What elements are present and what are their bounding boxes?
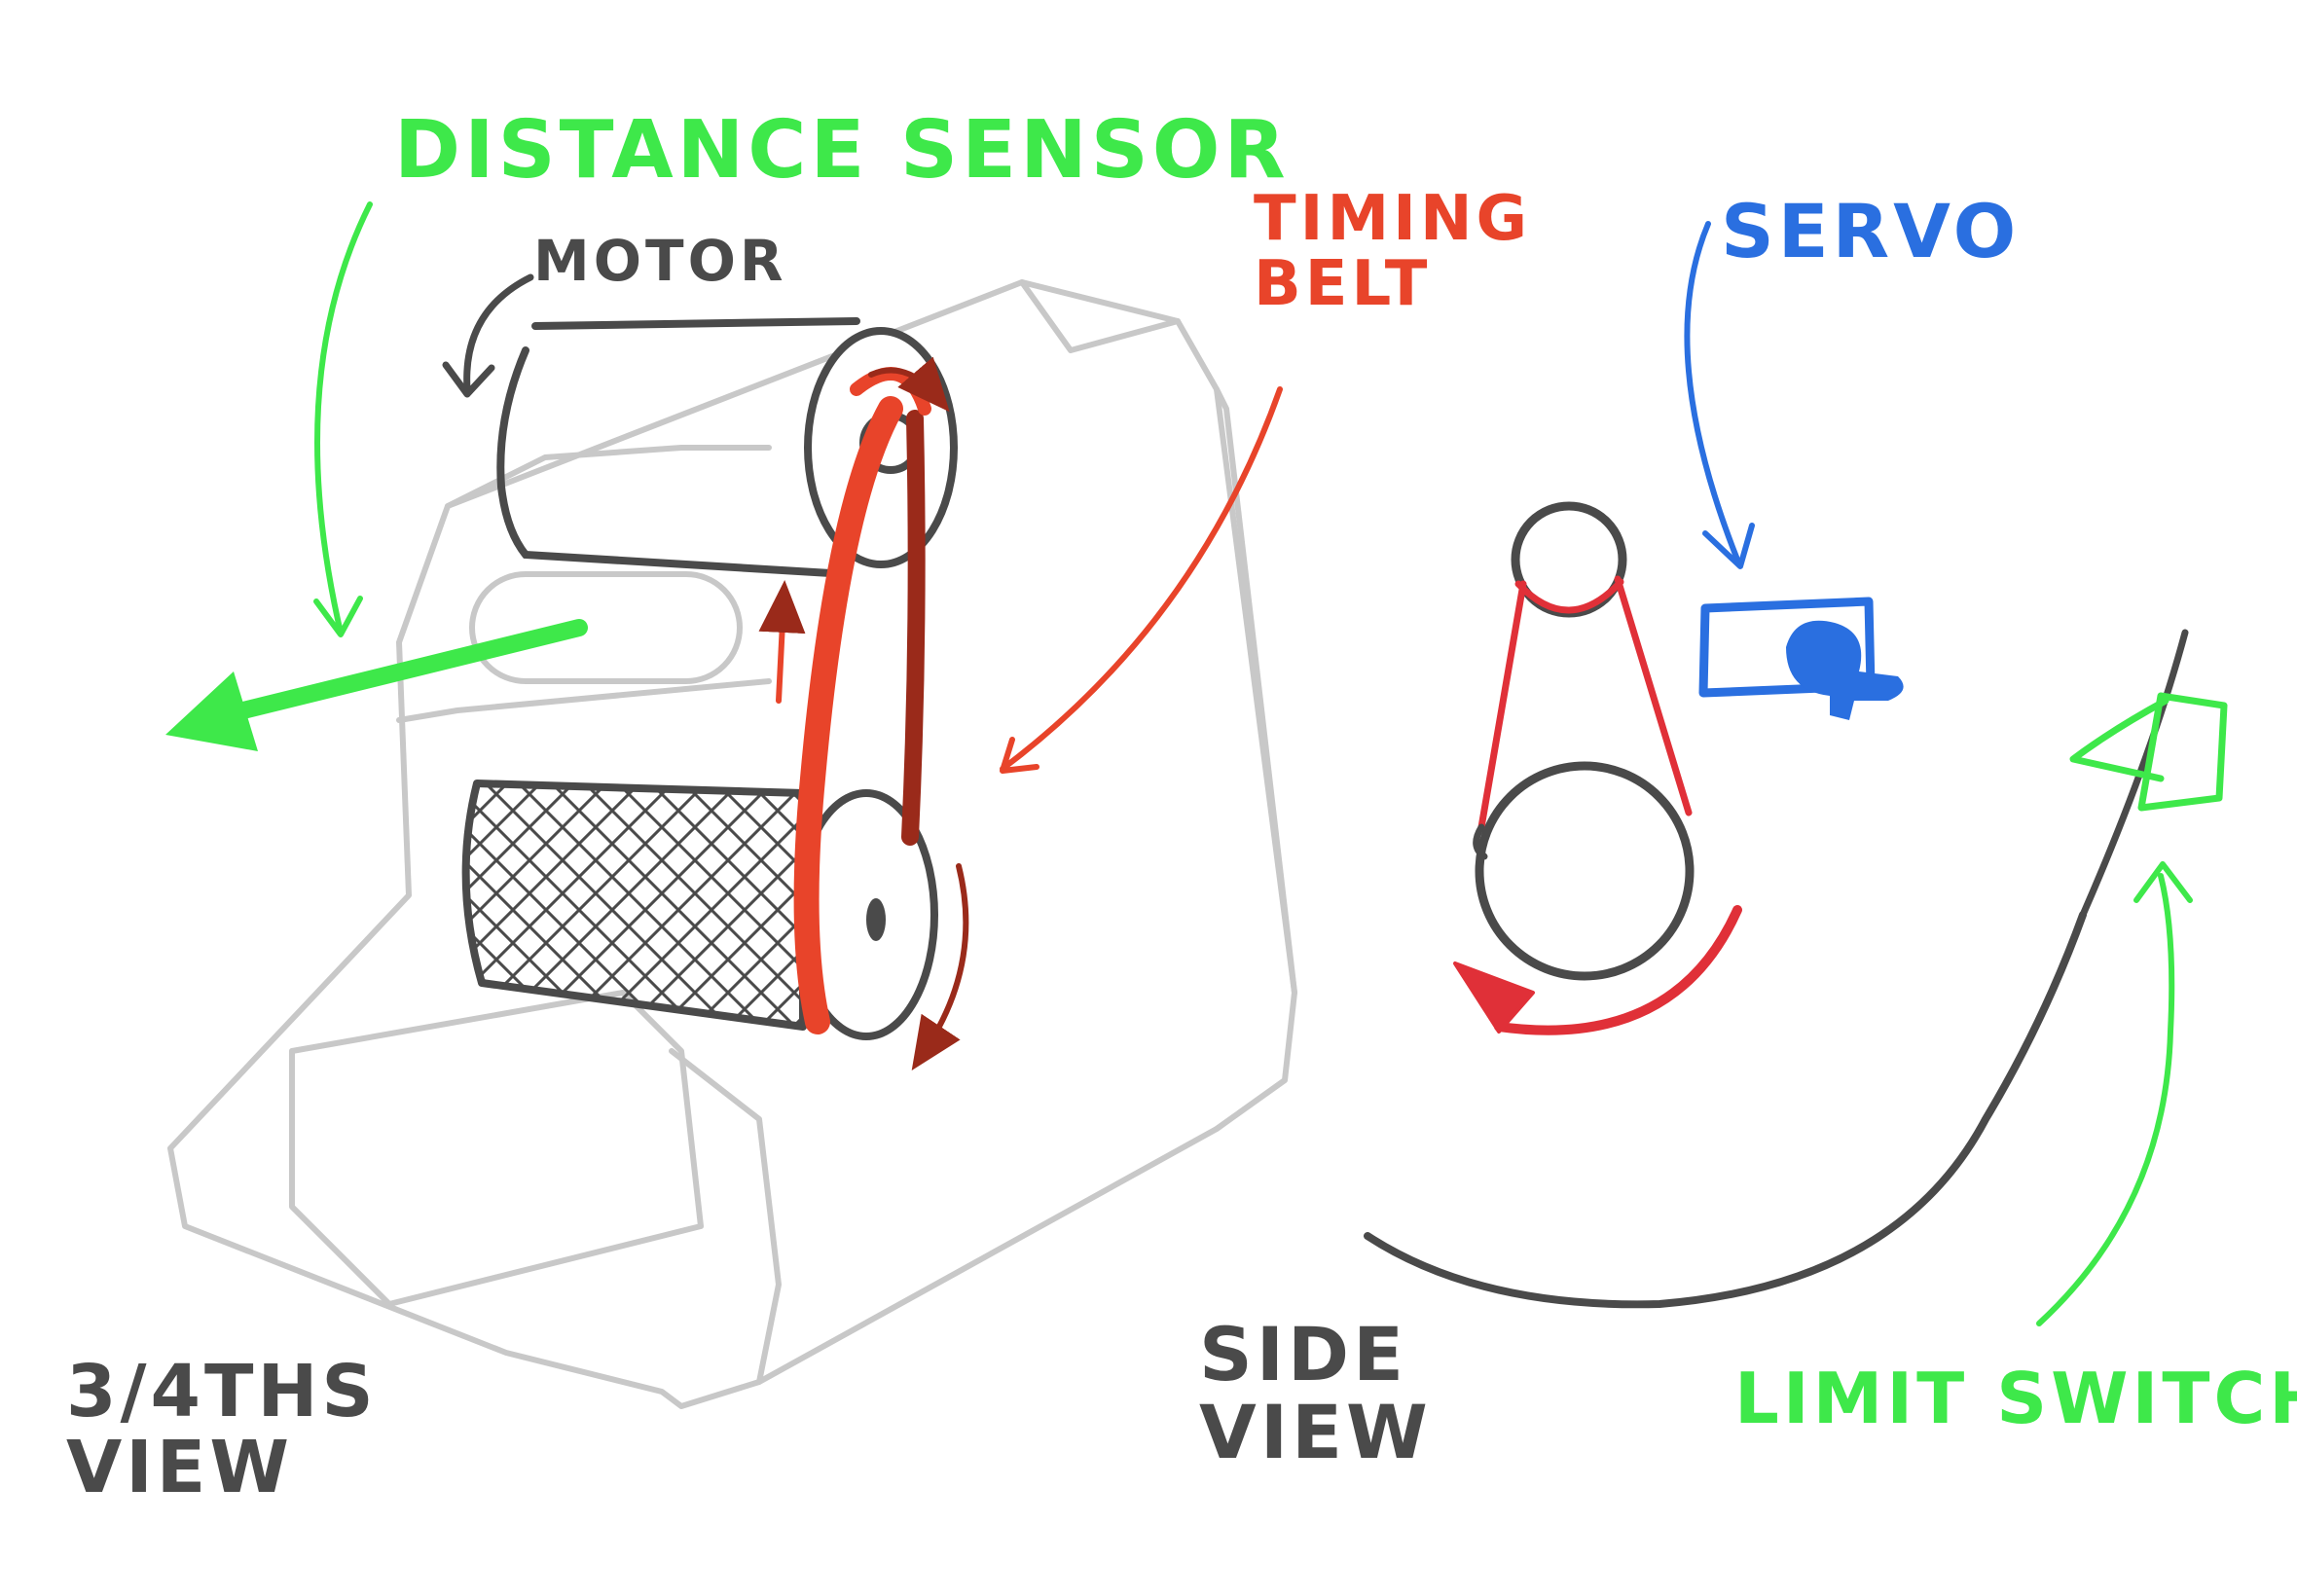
distance-sensor-arrows bbox=[165, 201, 588, 751]
side-view-pulleys bbox=[1453, 501, 1742, 1035]
three-quarter-view-line2: VIEW bbox=[66, 1425, 293, 1509]
drive-roller bbox=[461, 780, 938, 1040]
motor-label: MOTOR bbox=[533, 228, 787, 294]
timing-belt-pointer-arrow bbox=[1000, 386, 1283, 774]
servo-component bbox=[1684, 221, 1904, 720]
timing-belt-label-line1: TIMING bbox=[1254, 183, 1532, 255]
motor-pointer-arrow bbox=[442, 273, 534, 398]
limit-switch-assembly bbox=[1364, 629, 2228, 1326]
belt-direction-arrow-up bbox=[758, 580, 806, 704]
three-quarter-view-label: 3/4THS VIEW bbox=[66, 1350, 378, 1509]
side-view-line1: SIDE bbox=[1199, 1311, 1408, 1397]
three-quarter-view-line1: 3/4THS bbox=[66, 1350, 378, 1433]
limit-switch-label: LIMIT SWITCH bbox=[1734, 1358, 2297, 1439]
side-view-label: SIDE VIEW bbox=[1199, 1316, 1432, 1471]
timing-belt-3d bbox=[758, 356, 969, 1070]
timing-belt-label-line2: BELT bbox=[1254, 248, 1432, 321]
belt-rotation-arrow-bottom bbox=[911, 863, 969, 1070]
distance-sensor-label: DISTANCE SENSOR bbox=[394, 104, 1290, 197]
side-view-line2: VIEW bbox=[1199, 1388, 1432, 1475]
servo-label: SERVO bbox=[1721, 188, 2021, 274]
belt-rotation-arrow-top bbox=[868, 356, 950, 413]
side-rotation-arrow bbox=[1494, 905, 1742, 1035]
timing-belt-label: TIMING BELT bbox=[1254, 183, 1532, 321]
